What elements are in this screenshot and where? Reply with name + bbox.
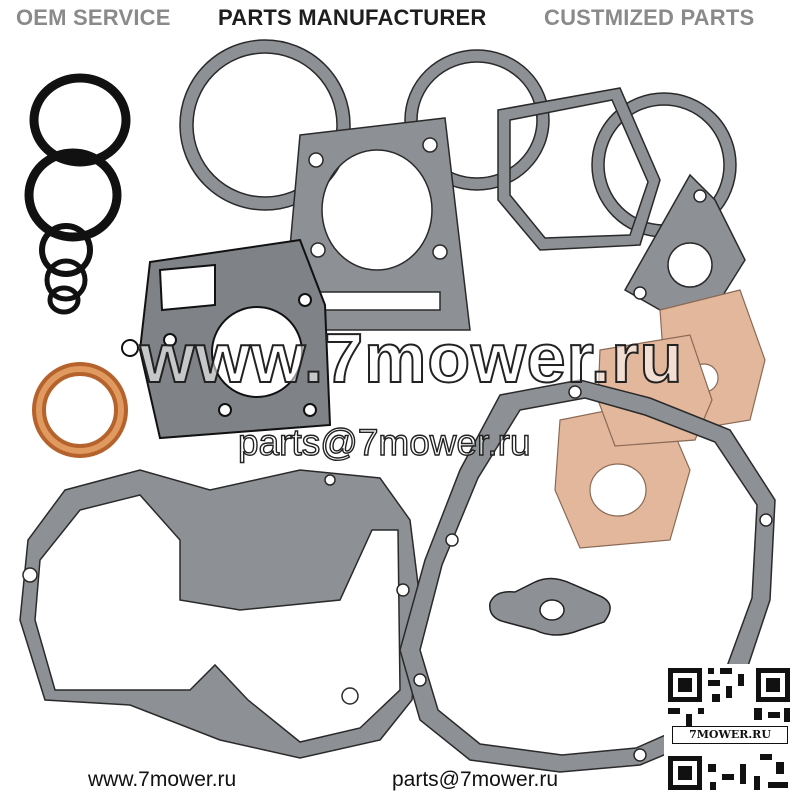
valve-cover-gasket xyxy=(497,87,661,251)
footer-email-link[interactable]: parts@7mower.ru xyxy=(392,768,559,791)
o-ring-small-3 xyxy=(47,285,81,315)
header-oem-service: OEM SERVICE xyxy=(16,5,171,30)
watermark-site: www.7mower.ru xyxy=(139,318,684,398)
o-ring-medium xyxy=(24,148,122,242)
o-ring-large xyxy=(29,73,131,167)
watermark-email: parts@7mower.ru xyxy=(237,421,531,463)
header-parts-manufacturer: PARTS MANUFACTURER xyxy=(218,5,487,30)
oil-pump-gasket xyxy=(489,577,611,636)
copper-exhaust-ring xyxy=(32,362,128,458)
cylinder-base-gasket xyxy=(287,117,471,331)
o-ring-set xyxy=(24,73,131,315)
round-gasket-1 xyxy=(179,39,351,211)
header-customized-parts: CUSTMIZED PARTS xyxy=(544,5,755,30)
crankcase-gasket-left xyxy=(19,469,421,759)
head-gasket xyxy=(121,238,332,440)
round-cover-gaskets xyxy=(179,39,737,251)
header-banner: OEM SERVICE PARTS MANUFACTURER CUSTMIZED… xyxy=(0,0,800,38)
o-ring-small-2 xyxy=(44,258,88,302)
footer-site-link[interactable]: www.7mower.ru xyxy=(88,768,237,791)
o-ring-small-1 xyxy=(39,223,93,277)
intake-gasket xyxy=(623,173,746,311)
qr-label: 7MOWER.RU xyxy=(672,726,788,744)
